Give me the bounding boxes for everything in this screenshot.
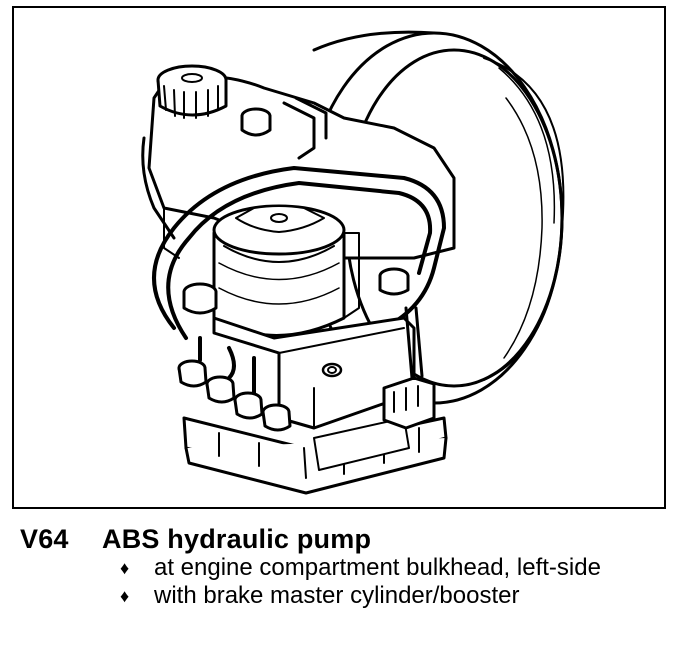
caption-bullets: ♦ at engine compartment bulkhead, left-s… (20, 556, 670, 608)
hydraulic-block (212, 316, 416, 430)
component-title: ABS hydraulic pump (102, 524, 372, 554)
line-fittings (177, 336, 292, 432)
bullet-text: with brake master cylinder/booster (154, 582, 520, 609)
component-code: V64 (20, 524, 69, 554)
caption-heading: V64 ABS hydraulic pump (20, 524, 670, 554)
figure-frame (12, 6, 666, 509)
brake-lines (152, 96, 446, 350)
diamond-bullet-icon: ♦ (120, 586, 130, 606)
electrical-connector (382, 306, 436, 430)
diamond-bullet-icon: ♦ (120, 558, 130, 578)
list-item: ♦ at engine compartment bulkhead, left-s… (118, 556, 670, 580)
filler-neck (240, 107, 272, 137)
base-plate (182, 416, 448, 495)
pump-motor (212, 204, 360, 337)
reservoir-cap (156, 64, 228, 119)
bullet-text: at engine compartment bulkhead, left-sid… (154, 554, 601, 581)
accumulator-caps (182, 267, 410, 315)
abs-pump-illustration (141, 30, 565, 495)
caption: V64 ABS hydraulic pump ♦ at engine compa… (20, 524, 670, 608)
list-item: ♦ with brake master cylinder/booster (118, 584, 670, 608)
